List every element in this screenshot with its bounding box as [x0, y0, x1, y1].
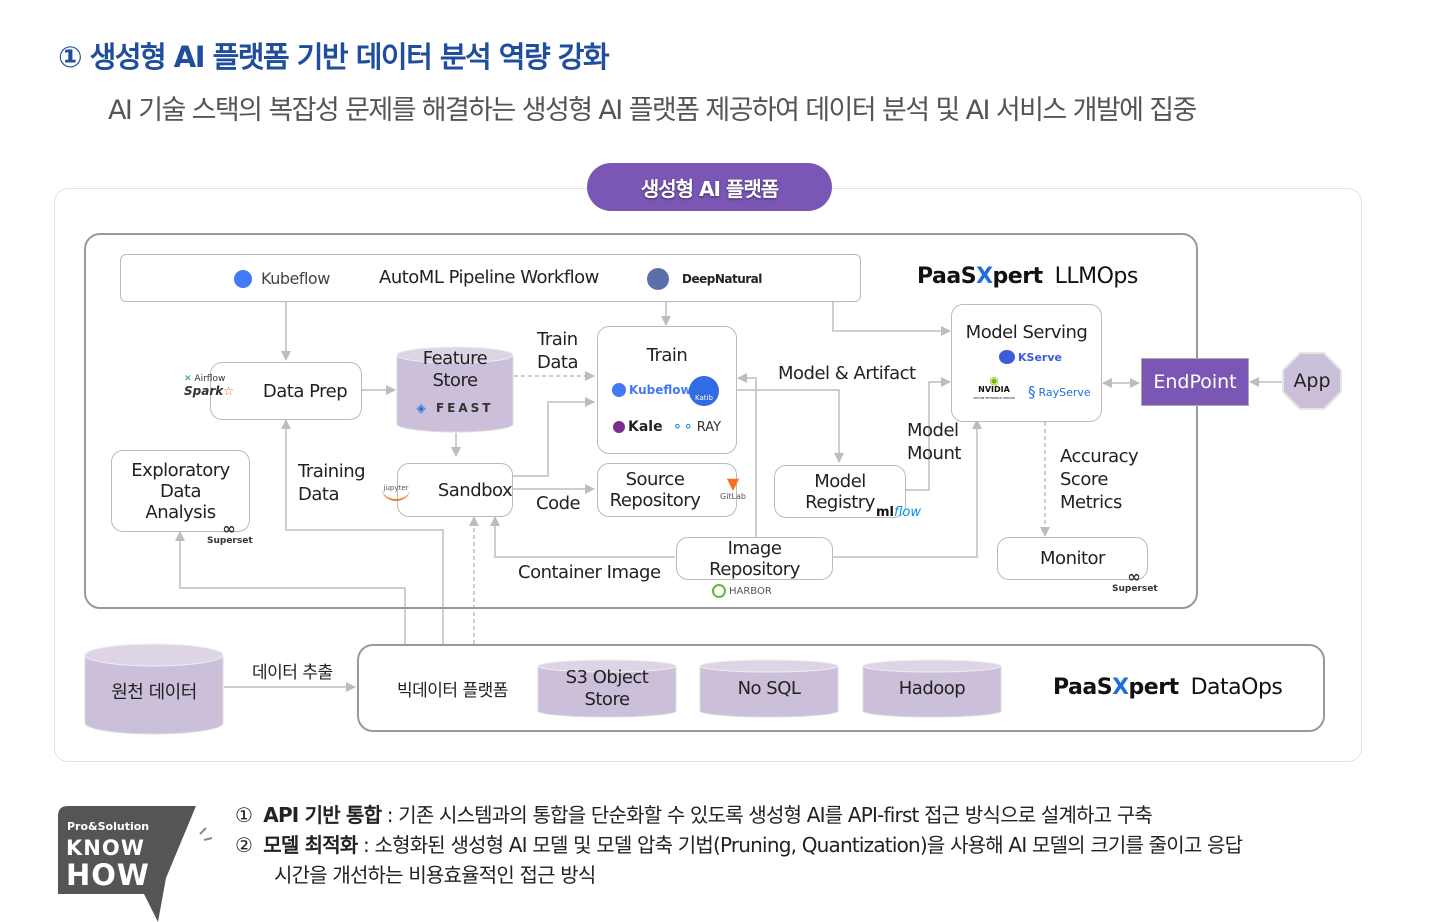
jupyter-logo: jupyter [382, 477, 410, 501]
edge-label-model-mount: Model Mount [907, 420, 961, 464]
cylinder-shape [862, 659, 1002, 718]
katib-logo: Katib [689, 376, 719, 406]
feast-icon: ◈ [416, 401, 429, 415]
edge-label-accuracy-metrics: Accuracy Score Metrics [1060, 446, 1139, 513]
superset-icon: ∞ [222, 519, 236, 538]
cylinder-shape [537, 659, 677, 718]
gitlab-logo: ▼ GitLab [720, 474, 746, 502]
pipeline-workflow-bar[interactable]: Kubeflow AutoML Pipeline Workflow DeepNa… [120, 254, 861, 302]
node-source-repo[interactable]: Source Repository [597, 463, 737, 517]
airflow-icon: ✕ [184, 374, 192, 384]
node-model-serving[interactable]: Model Serving [951, 304, 1102, 422]
store-hadoop[interactable]: Hadoop [862, 659, 1002, 719]
gitlab-icon: ▼ [726, 474, 740, 493]
store-s3[interactable]: S3 Object Store [537, 659, 677, 719]
kubeflow-icon [234, 269, 252, 288]
cylinder-shape [699, 659, 839, 718]
rayserve-logo: § RayServe [1028, 383, 1091, 401]
knowhow-item-1: ① API 기반 통합 : 기존 시스템과의 통합을 단순화할 수 있도록 생성… [235, 803, 1153, 827]
kubeflow-logo: Kubeflow [234, 268, 330, 289]
ray-logo: ⚬⚬ RAY [672, 420, 722, 435]
edge-bigdata-dataprep [281, 419, 444, 644]
kserve-logo: KServe [999, 350, 1062, 364]
app-node[interactable]: App [1282, 352, 1342, 410]
node-monitor[interactable]: Monitor [997, 537, 1148, 580]
bigdata-platform-panel [357, 644, 1325, 732]
edge-pipeline-serving [832, 302, 951, 336]
source-data-cylinder[interactable]: 원천 데이터 [84, 643, 224, 735]
cylinder-shape [84, 643, 224, 735]
edge-image-sandbox [490, 516, 675, 558]
deepnatural-logo: DeepNatural [647, 268, 762, 290]
superset-icon: ∞ [1127, 567, 1141, 586]
node-eda[interactable]: Exploratory Data Analysis [111, 450, 250, 532]
knowhow-item-2-cont: 시간을 개선하는 비용효율적인 접근 방식 [274, 863, 596, 887]
edge-image-serving [831, 419, 982, 558]
superset-logo-eda: ∞ Superset [207, 519, 253, 547]
octagon-shape [1282, 352, 1342, 410]
knowhow-item-2: ② 모델 최적화 : 소형화된 생성형 AI 모델 및 모델 압축 기법(Pru… [235, 833, 1243, 857]
mlflow-logo: mlflow [876, 505, 921, 520]
nvidia-eye-icon: ◉ [989, 374, 999, 387]
edge-label-code: Code [536, 493, 581, 514]
superset-logo-monitor: ∞ Superset [1112, 567, 1158, 595]
page-title: ① 생성형 AI 플랫폼 기반 데이터 분석 역량 강화 [58, 40, 610, 74]
spark-logo: Spark☆ [184, 384, 234, 398]
brand-x-mark: X [976, 264, 993, 289]
kubeflow-pipeline-logo: Kubeflow [612, 383, 692, 397]
spark-star-icon: ☆ [223, 384, 234, 398]
edge-label-train-data: Train Data [537, 329, 578, 373]
kale-icon [613, 421, 625, 433]
edge-label-model-artifact: Model & Artifact [778, 363, 916, 384]
edge-train-registry [736, 389, 844, 463]
harbor-logo: HARBOR [712, 584, 772, 598]
edge-image-train [737, 373, 757, 537]
bigdata-platform-label: 빅데이터 플랫폼 [397, 681, 508, 701]
endpoint-node[interactable]: EndPoint [1141, 358, 1249, 406]
node-sandbox[interactable]: Sandbox [397, 463, 513, 517]
rayserve-icon: § [1028, 383, 1036, 401]
kserve-icon [999, 350, 1015, 364]
node-data-prep[interactable]: Data Prep [210, 362, 362, 420]
kubeflow-icon [612, 383, 626, 397]
ray-icon: ⚬⚬ [672, 420, 694, 435]
edge-label-container-image: Container Image [518, 562, 661, 583]
extract-label: 데이터 추출 [252, 663, 333, 683]
edge-label-training-data: Training Data [298, 461, 366, 505]
platform-pill: 생성형 AI 플랫폼 [587, 163, 832, 211]
feast-logo: ◈ FEAST [416, 401, 494, 415]
edge-sandbox-train [512, 397, 595, 477]
store-nosql[interactable]: No SQL [699, 659, 839, 719]
edge-bigdata-eda [175, 531, 406, 644]
kale-logo: Kale [613, 419, 663, 435]
llmops-panel [84, 233, 1198, 609]
cylinder-shape [396, 346, 514, 433]
badge-shape [58, 806, 213, 922]
knowhow-list: ① API 기반 통합 : 기존 시스템과의 통합을 단순화할 수 있도록 생성… [235, 800, 1243, 890]
nvidia-triton-logo: ◉ NVIDIA TRITON INFERENCE SERVER [966, 374, 1022, 403]
deepnatural-icon [647, 268, 669, 290]
page-subtitle: AI 기술 스택의 복잡성 문제를 해결하는 생성형 AI 플랫폼 제공하여 데… [108, 95, 1197, 126]
knowhow-badge: Pro&Solution KNOW HOW [58, 806, 213, 922]
airflow-spark-logos: ✕ Airflow Spark☆ [184, 373, 234, 397]
harbor-icon [712, 584, 726, 598]
pipeline-label: AutoML Pipeline Workflow [379, 267, 599, 288]
node-image-repo[interactable]: Image Repository [676, 537, 833, 580]
node-model-registry[interactable]: Model Registry [774, 465, 906, 518]
node-feature-store[interactable]: Feature Store ◈ FEAST [396, 346, 514, 434]
edge-registry-serving [904, 377, 951, 491]
brand-x-mark: X [1112, 675, 1129, 700]
airflow-logo: ✕ Airflow [184, 374, 226, 384]
